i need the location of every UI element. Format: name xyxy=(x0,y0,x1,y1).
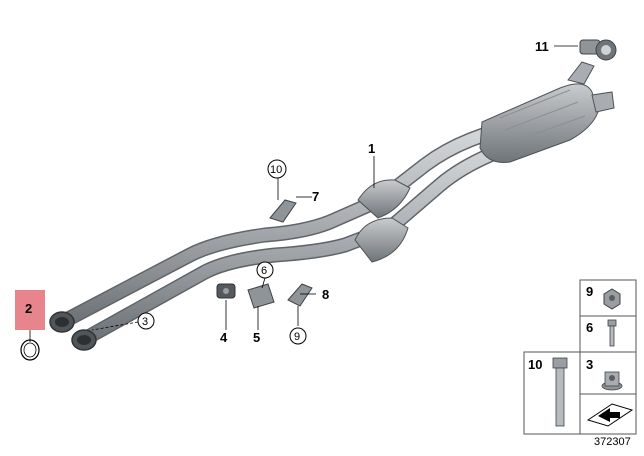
callout-10-circle xyxy=(267,159,287,179)
stud-bolt-icon xyxy=(607,319,617,347)
callout-3: 3 xyxy=(142,316,148,328)
callout-6-circle xyxy=(256,261,274,279)
hanger-part-8 xyxy=(287,283,313,307)
nut-icon xyxy=(603,288,621,310)
exhaust-pipe-assembly xyxy=(49,39,617,351)
callout-labels: 1 2 3 4 5 6 7 8 9 10 11 xyxy=(15,39,549,345)
callout-4: 4 xyxy=(220,330,228,345)
arrow-clip-icon xyxy=(586,403,634,427)
callout-2-highlight xyxy=(15,290,45,330)
gasket-ring-part-2 xyxy=(20,339,40,361)
hex-bolt-icon xyxy=(552,357,568,427)
callout-11: 11 xyxy=(535,39,549,54)
diagram-number: 372307 xyxy=(594,436,631,448)
callout-9: 9 xyxy=(294,331,300,343)
callout-3-circle xyxy=(137,312,155,330)
rear-muffler xyxy=(479,61,615,163)
clamp-part-11 xyxy=(579,39,617,61)
legend-10-number: 10 xyxy=(528,357,542,372)
legend-3-number: 3 xyxy=(586,357,593,372)
legend-9-number: 9 xyxy=(586,284,593,299)
hanger-part-7 xyxy=(269,199,297,223)
rubber-mount-part-4 xyxy=(216,283,236,299)
callout-1: 1 xyxy=(368,141,375,156)
parts-legend: 9 6 10 3 372 xyxy=(523,279,637,448)
inlet-flanges xyxy=(49,311,97,351)
flange-nut-icon xyxy=(601,371,623,391)
callout-8: 8 xyxy=(322,287,329,302)
legend-6-number: 6 xyxy=(586,320,593,335)
legend-box-10 xyxy=(523,351,581,435)
callout-5: 5 xyxy=(253,330,260,345)
catalytic-converter-front xyxy=(354,217,409,263)
callout-7: 7 xyxy=(312,189,319,204)
leader-lines xyxy=(29,45,578,342)
callout-2: 2 xyxy=(25,301,32,316)
callout-9-circle xyxy=(289,327,307,345)
bracket-part-5 xyxy=(247,283,275,309)
callout-6: 6 xyxy=(261,265,267,277)
callout-10: 10 xyxy=(270,164,282,176)
catalytic-converter-rear xyxy=(357,179,411,219)
